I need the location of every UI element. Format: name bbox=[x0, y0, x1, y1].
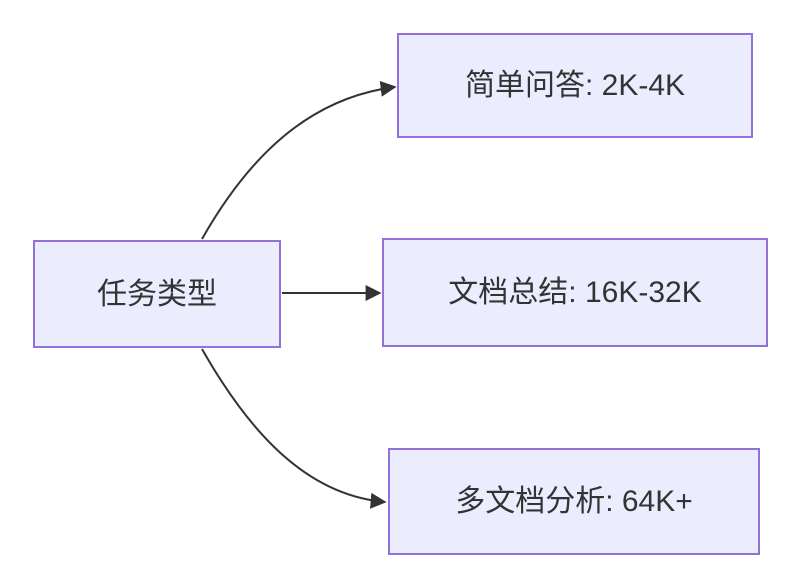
node-multi-doc-label: 多文档分析: 64K+ bbox=[455, 485, 693, 518]
node-simple-qa-label: 简单问答: 2K-4K bbox=[464, 69, 686, 102]
edge-root-to-multi bbox=[201, 348, 387, 509]
node-doc-summary: 文档总结: 16K-32K bbox=[382, 238, 768, 347]
node-task-type: 任务类型 bbox=[33, 240, 281, 348]
node-doc-summary-label: 文档总结: 16K-32K bbox=[448, 276, 702, 309]
node-multi-doc: 多文档分析: 64K+ bbox=[388, 448, 760, 555]
node-task-type-label: 任务类型 bbox=[97, 277, 217, 311]
node-simple-qa: 简单问答: 2K-4K bbox=[397, 33, 753, 138]
edge-root-to-qa bbox=[201, 80, 397, 240]
